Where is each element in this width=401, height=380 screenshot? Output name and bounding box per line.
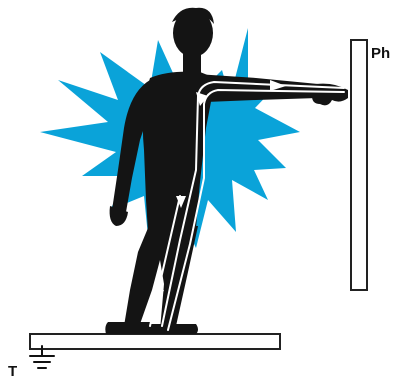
person-feet <box>105 322 150 334</box>
ground-plate <box>30 334 280 349</box>
person-foot-right <box>150 324 198 334</box>
earth-label: T <box>8 363 17 380</box>
phase-conductor <box>351 40 367 290</box>
phase-label: Ph <box>371 45 390 62</box>
person-neck <box>183 52 201 74</box>
